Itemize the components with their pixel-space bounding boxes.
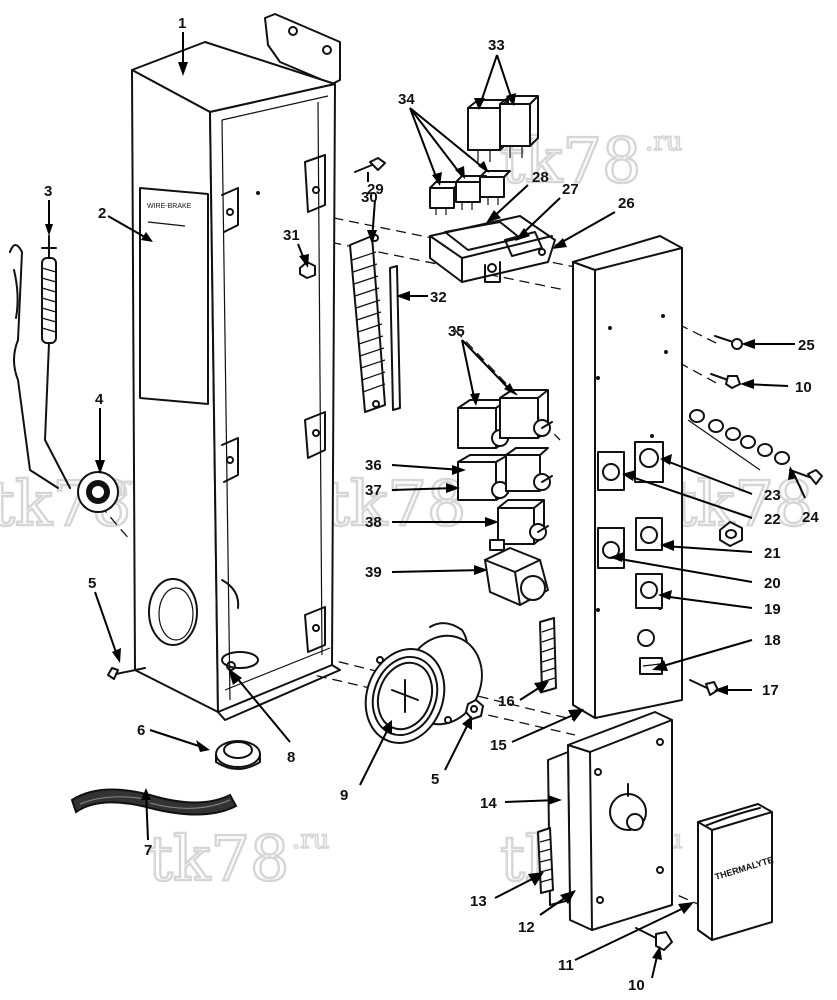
label-part-12: 12 <box>518 919 535 936</box>
label-part-5b: 5 <box>431 771 439 788</box>
marker-strip <box>389 265 401 411</box>
label-part-34: 34 <box>398 91 415 108</box>
washers <box>687 409 823 547</box>
label-part-26: 26 <box>618 195 635 212</box>
watermark-suffix: .ru <box>292 825 329 855</box>
grommet <box>77 471 119 513</box>
back-plate <box>547 711 673 931</box>
label-part-3: 3 <box>44 183 52 200</box>
label-part-9: 9 <box>340 787 348 804</box>
seal-ring <box>215 740 261 770</box>
label-part-23: 23 <box>764 487 781 504</box>
label-part-10b: 10 <box>628 977 645 994</box>
label-part-21: 21 <box>764 545 781 562</box>
label-part-4: 4 <box>95 391 104 408</box>
panel-screws <box>689 335 743 696</box>
relay-base <box>429 215 556 283</box>
leader-lines <box>45 32 806 979</box>
label-part-27: 27 <box>562 181 579 198</box>
switches <box>457 389 553 606</box>
cover: THERMALYTE <box>697 803 775 941</box>
label-part-25: 25 <box>798 337 815 354</box>
screw <box>107 667 146 680</box>
connector-16 <box>539 617 557 693</box>
label-part-32: 32 <box>430 289 447 306</box>
label-part-31: 31 <box>283 227 300 244</box>
label-part-6: 6 <box>137 722 145 739</box>
label-part-24: 24 <box>802 509 819 526</box>
label-part-37: 37 <box>365 482 382 499</box>
conduit <box>70 788 238 816</box>
label-part-7: 7 <box>144 842 152 859</box>
decal-text: WIRE-BRAKE <box>147 203 192 210</box>
label-part-10a: 10 <box>795 379 812 396</box>
label-part-2: 2 <box>98 205 106 222</box>
watermark-layer: tk78 .ru tk78 .ru tk78 .ru tk78 .ru tk78… <box>0 123 815 896</box>
label-part-16: 16 <box>498 693 515 710</box>
sensor-cable <box>9 235 71 489</box>
label-part-35: 35 <box>448 323 465 340</box>
label-part-18: 18 <box>764 632 781 649</box>
bolt <box>635 927 673 951</box>
relays <box>429 95 539 215</box>
nut <box>465 699 484 720</box>
label-part-22: 22 <box>764 511 781 528</box>
housing-box: WIRE-BRAKE <box>131 13 341 721</box>
watermark-main: tk78 <box>325 467 466 540</box>
label-part-29: 29 <box>367 181 384 198</box>
label-part-1: 1 <box>178 15 186 32</box>
label-part-15: 15 <box>490 737 507 754</box>
label-part-20: 20 <box>764 575 781 592</box>
label-part-5: 5 <box>88 575 96 592</box>
watermark-suffix: .ru <box>645 127 682 157</box>
label-part-11: 11 <box>558 957 574 974</box>
terminal-strip <box>349 234 386 413</box>
label-part-33: 33 <box>488 37 505 54</box>
label-part-8: 8 <box>287 749 295 766</box>
watermark-main: tk78 <box>148 822 289 895</box>
connector-13 <box>537 827 554 894</box>
label-part-17: 17 <box>762 682 779 699</box>
label-part-30: 30 <box>361 189 378 206</box>
label-part-36: 36 <box>365 457 382 474</box>
label-part-39: 39 <box>365 564 382 581</box>
label-part-19: 19 <box>764 601 781 618</box>
part-number-labels: 1 2 3 4 5 6 7 8 9 5 10 11 12 13 14 15 16… <box>44 15 819 994</box>
label-part-28: 28 <box>532 169 549 186</box>
gauge <box>364 622 483 744</box>
label-part-14: 14 <box>480 795 497 812</box>
label-part-38: 38 <box>365 514 382 531</box>
screw-30 <box>354 157 386 173</box>
label-part-13: 13 <box>470 893 487 910</box>
